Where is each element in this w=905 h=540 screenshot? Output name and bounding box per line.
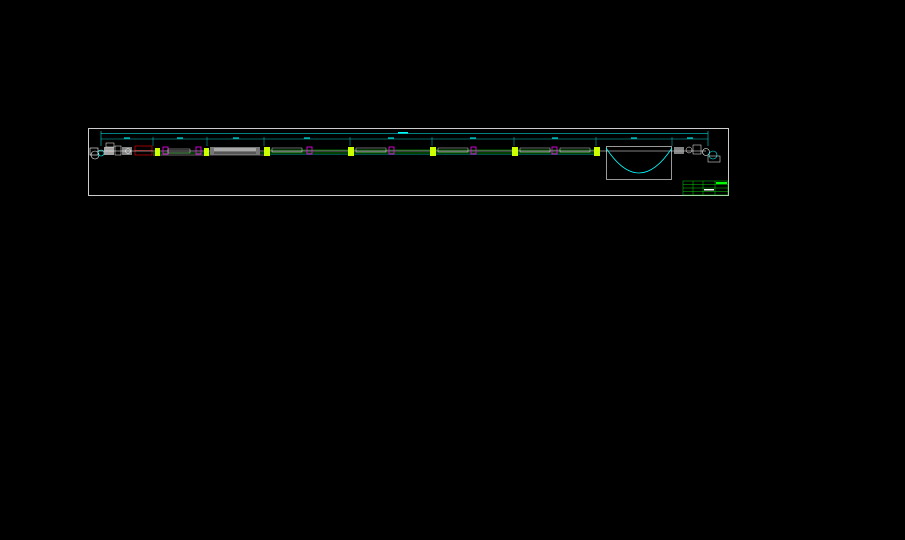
station-markers xyxy=(155,147,600,156)
overall-dimension xyxy=(100,131,709,146)
title-block xyxy=(682,180,729,196)
line-details xyxy=(167,147,591,154)
right-end-equipment xyxy=(674,144,721,163)
red-unit xyxy=(134,145,153,156)
section-dimension-chain xyxy=(101,137,708,146)
magenta-components xyxy=(162,146,558,155)
pit xyxy=(605,146,673,180)
drawing-frame xyxy=(88,128,729,196)
gray-machinery-block xyxy=(210,147,260,155)
section-dimension-labels xyxy=(124,137,693,139)
main-line xyxy=(98,149,706,156)
